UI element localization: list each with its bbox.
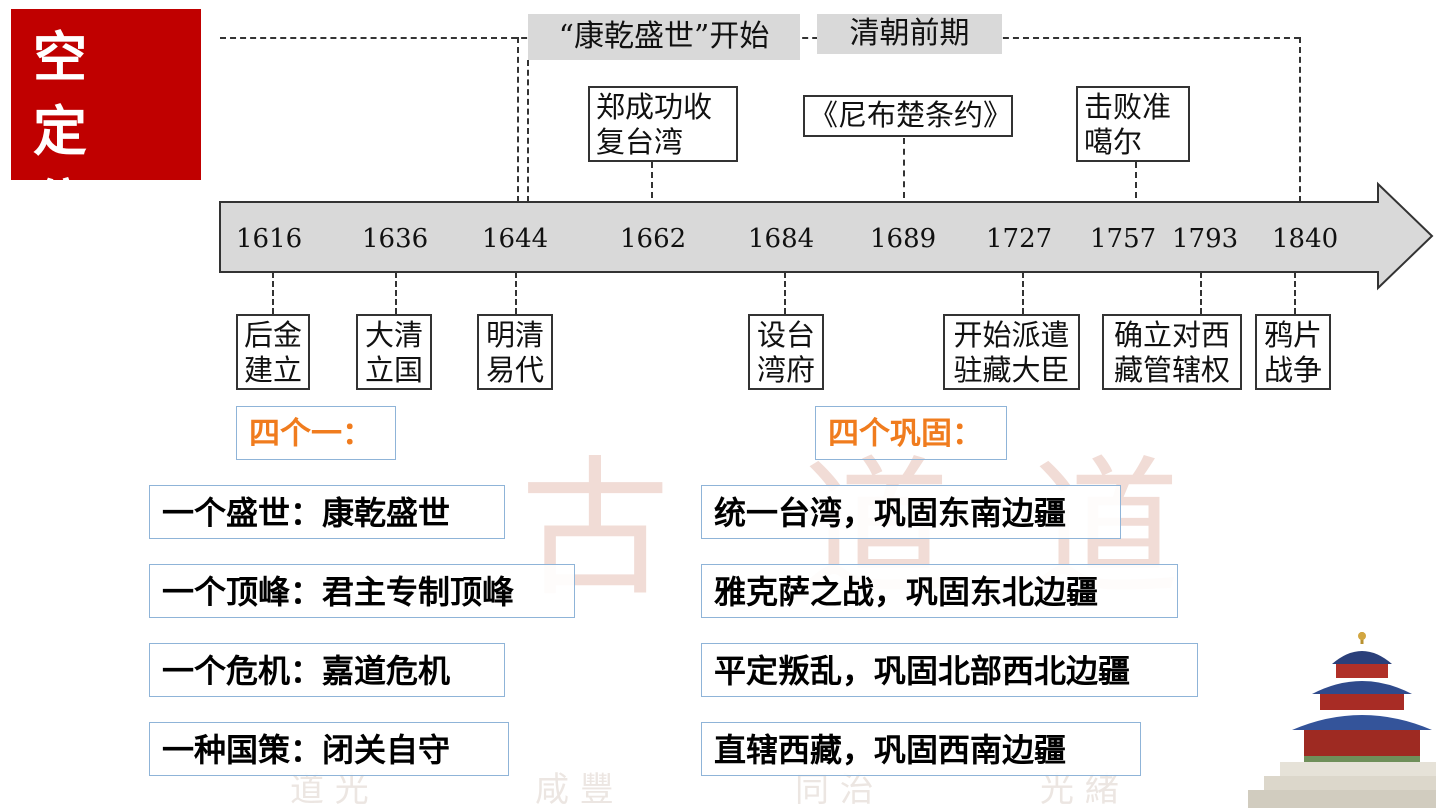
tick-1840-down [1294, 272, 1296, 314]
event-zheng-chenggong: 郑成功收 复台湾 [588, 86, 738, 162]
right-item-1: 统一台湾，巩固东南边疆 [701, 485, 1121, 539]
right-item-2: 雅克萨之战，巩固东北边疆 [701, 564, 1178, 618]
year-1616: 1616 [236, 224, 303, 254]
event-taiwan-l2: 湾府 [756, 353, 815, 387]
header-four-consolidations: 四个巩固： [815, 406, 1007, 460]
watermark-era-4: 光 緒 [1040, 770, 1119, 810]
event-mingqing-l2: 易代 [485, 353, 544, 387]
year-1727: 1727 [986, 224, 1053, 254]
header-four-ones: 四个一： [236, 406, 396, 460]
timeline-arrow [219, 181, 1434, 291]
period-kangqian: “康乾盛世”开始 [528, 14, 800, 60]
tick-1727-down [1022, 272, 1024, 314]
year-1793: 1793 [1172, 224, 1239, 254]
tick-1644-down [515, 272, 517, 314]
event-zheng-l2: 复台湾 [596, 125, 684, 159]
left-item-1: 一个盛世：康乾盛世 [149, 485, 505, 539]
right-item-3: 平定叛乱，巩固北部西北边疆 [701, 643, 1198, 697]
event-tibet-amban: 开始派遣 驻藏大臣 [943, 314, 1080, 390]
event-houjin-l2: 建立 [244, 353, 303, 387]
event-zhungar-l1: 击败准 [1084, 90, 1172, 124]
event-daqing: 大清 立国 [356, 314, 432, 390]
event-mingqing: 明清 易代 [477, 314, 553, 390]
event-opium-l1: 鸦片 [1263, 318, 1322, 352]
tick-1684-down [784, 272, 786, 314]
tick-1757-up [1135, 162, 1137, 198]
year-1840: 1840 [1272, 224, 1339, 254]
event-opium-war: 鸦片 战争 [1255, 314, 1331, 390]
tick-1616-down [272, 272, 274, 314]
year-1757: 1757 [1090, 224, 1157, 254]
year-1662: 1662 [620, 224, 687, 254]
event-nerchinsk-treaty: 《尼布楚条约》 [803, 95, 1013, 137]
event-daqing-l1: 大清 [364, 318, 423, 352]
event-taiwan-l1: 设台 [756, 318, 815, 352]
year-1644: 1644 [482, 224, 549, 254]
event-zhungar: 击败准 噶尔 [1076, 86, 1190, 162]
event-houjin-l1: 后金 [244, 318, 303, 352]
event-houjin: 后金 建立 [236, 314, 310, 390]
watermark-era-1: 道 光 [290, 770, 369, 810]
event-opium-l2: 战争 [1263, 353, 1322, 387]
span-right-tick [1299, 37, 1301, 202]
span-left-tick [517, 37, 519, 202]
event-tibet1-l1: 开始派遣 [953, 318, 1070, 352]
event-zhungar-l2: 噶尔 [1084, 125, 1143, 159]
left-item-2: 一个顶峰：君主专制顶峰 [149, 564, 575, 618]
year-1689: 1689 [870, 224, 937, 254]
tick-1636-down [395, 272, 397, 314]
temple-of-heaven-icon [1248, 632, 1436, 808]
badge-line-1: 时 空 [33, 0, 109, 89]
event-taiwan-fu: 设台 湾府 [748, 314, 824, 390]
badge-line-2: 定 位 [33, 99, 109, 237]
span-1662-tick [527, 60, 529, 202]
year-1684: 1684 [748, 224, 815, 254]
event-tibet-jurisdiction: 确立对西 藏管辖权 [1102, 314, 1242, 390]
left-item-4: 一种国策：闭关自守 [149, 722, 509, 776]
event-tibet2-l1: 确立对西 [1113, 318, 1230, 352]
event-tibet2-l2: 藏管辖权 [1113, 353, 1230, 387]
title-badge: 时 空 定 位 [11, 0, 201, 237]
event-tibet1-l2: 驻藏大臣 [953, 353, 1070, 387]
watermark-era-2: 咸 豐 [535, 770, 614, 810]
right-item-4: 直辖西藏，巩固西南边疆 [701, 722, 1141, 776]
period-early-qing: 清朝前期 [817, 14, 1002, 54]
left-item-3: 一个危机：嘉道危机 [149, 643, 505, 697]
event-zheng-l1: 郑成功收 [596, 90, 713, 124]
tick-1689-up [903, 138, 905, 198]
event-daqing-l2: 立国 [364, 353, 423, 387]
tick-1662-up [651, 162, 653, 198]
event-mingqing-l1: 明清 [485, 318, 544, 352]
tick-1793-down [1200, 272, 1202, 314]
year-1636: 1636 [362, 224, 429, 254]
watermark-era-3: 同 治 [795, 770, 874, 810]
